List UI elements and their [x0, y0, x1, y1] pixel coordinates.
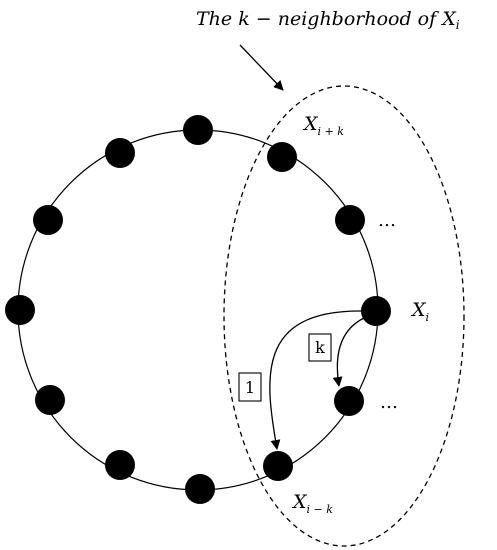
neighborhood-ellipse [223, 85, 465, 547]
arrow-to-x-i-minus-k [269, 310, 363, 450]
k-box: k [308, 333, 332, 362]
ring-node [185, 474, 215, 504]
ring-node [33, 205, 63, 235]
one-box-label: 1 [245, 378, 255, 397]
caption-text: The k − neighborhood of Xi [196, 8, 460, 32]
ring-node [35, 385, 65, 415]
node-x-i-minus-k [263, 451, 293, 481]
k-box-frame [308, 333, 332, 362]
one-box-frame [238, 372, 262, 402]
arrow-to-x-i-minus-1 [332, 317, 365, 387]
label-x-i: Xi [410, 299, 429, 324]
k-box-label: k [315, 338, 325, 357]
caption-pointer-arrow [239, 44, 284, 91]
ring-node [334, 386, 364, 416]
ring-node [183, 115, 213, 145]
ring-nodes [5, 115, 391, 504]
label-x-i-plus-k: Xi + k [302, 113, 344, 138]
ring-node [105, 138, 135, 168]
ring-circle [17, 129, 379, 491]
node-x-i-plus-k [267, 142, 297, 172]
ring-node [5, 295, 35, 325]
ellipsis-lower: … [380, 392, 398, 413]
node-x-i [361, 296, 391, 326]
ring-node [335, 205, 365, 235]
ellipsis-upper: … [378, 210, 396, 231]
label-x-i-minus-k: Xi − k [291, 491, 333, 516]
ring-node [105, 450, 135, 480]
one-box: 1 [238, 372, 262, 402]
